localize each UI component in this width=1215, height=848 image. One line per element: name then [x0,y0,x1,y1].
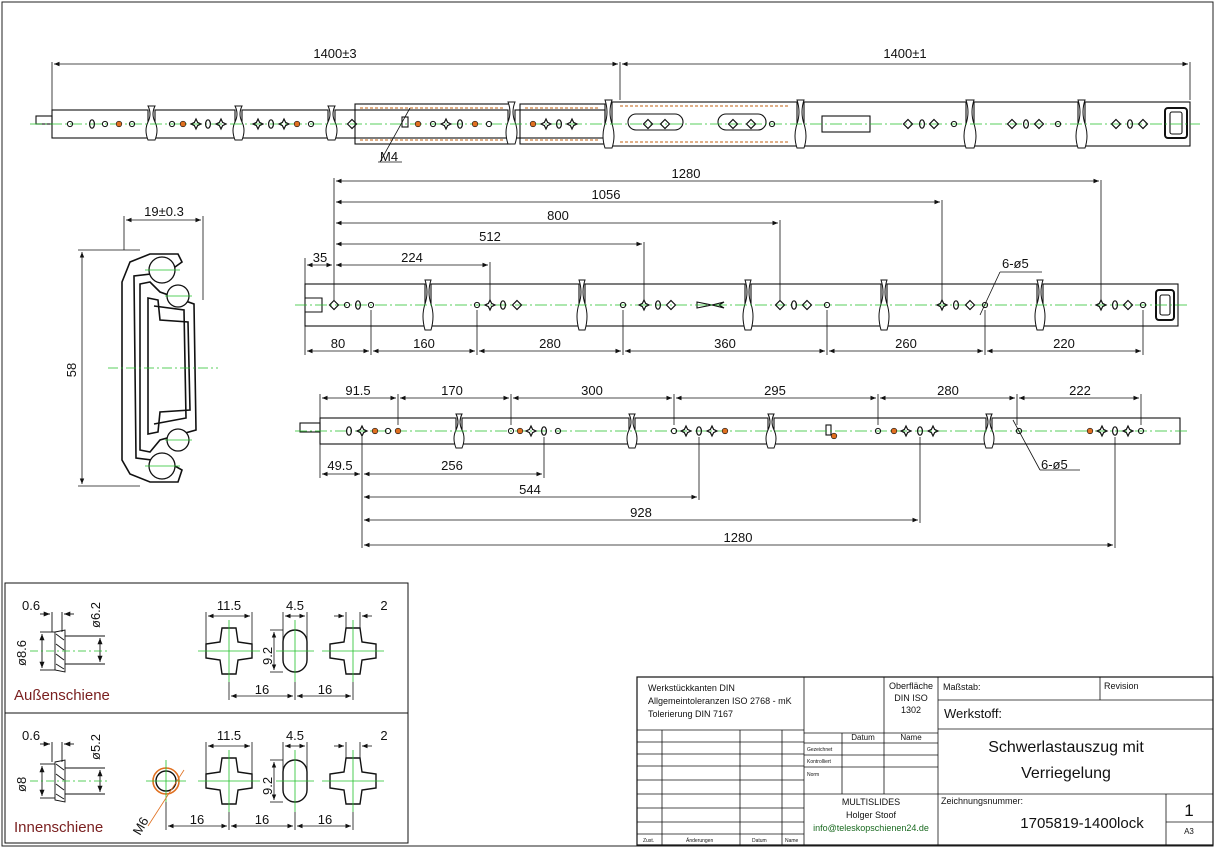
tb-row-checked: Kontrolliert [807,759,832,765]
tb-note-1: Werkstückkanten DIN [648,683,735,693]
inner-rail-view: 91.5 170 300 295 280 222 6-ø5 [295,383,1190,548]
dim-inner-bottom-1: 49.5 [327,458,352,473]
tb-revision-label: Revision [1104,681,1139,691]
tb-row-drawn: Gezeichnet [807,747,833,753]
detail-inner-rail: Innenschiene 0.6 ø5.2 ø8 [4,712,409,844]
inner-dim-cross-width: 11.5 [217,728,241,743]
outer-dim-pitch-2: 16 [318,682,332,697]
inner-dim-pitch-2: 16 [318,812,332,827]
inner-dim-inner-dia: ø5.2 [88,734,103,760]
outer-dim-cross-width: 11.5 [217,598,241,613]
dim-outer-top-3: 512 [479,229,501,244]
inner-thread-label: M6 [130,814,152,837]
dim-inner-bottom-2: 256 [441,458,463,473]
dim-outer-bottom-6: 220 [1053,336,1075,351]
tb-material-label: Werkstoff: [944,706,1002,721]
dim-outer-bottom-1: 80 [331,336,345,351]
tb-surface-1: Oberfläche [889,681,933,691]
outer-rail-view: 35 224 512 800 1056 1280 [295,166,1190,355]
outer-hole-label: 6-ø5 [1002,256,1029,271]
dim-outer-top-1: 35 [313,250,327,265]
dim-outer-bottom-5: 260 [895,336,917,351]
inner-dim-thickness: 0.6 [22,728,40,743]
inner-hole-label: 6-ø5 [1041,457,1068,472]
dim-inner-bottom-4: 928 [630,505,652,520]
dim-inner-bottom-5: 1280 [724,530,753,545]
tb-row-norm: Norm [807,772,819,778]
outer-rail-label: Außenschiene [14,687,110,704]
dim-inner-top-1: 91.5 [345,383,370,398]
tb-drawing-number: 1705819-1400lock [1020,815,1144,832]
tb-note-3: Tolerierung DIN 7167 [648,709,733,719]
tb-bottom-changes: Änderungen [686,837,713,844]
inner-rail-label: Innenschiene [14,819,103,836]
dim-outer-bottom-4: 360 [714,336,736,351]
inner-dim-slot-width: 4.5 [286,728,304,743]
outer-dim-pitch-1: 16 [255,682,269,697]
outer-dim-outer-dia: ø8.6 [14,640,29,666]
dim-outer-top-4: 800 [547,208,569,223]
inner-dim-pitch-1: 16 [255,812,269,827]
dim-inner-bottom-3: 544 [519,482,541,497]
profile-section: 19±0.3 58 [64,204,218,487]
tb-sheet-number: 1 [1184,801,1193,820]
dim-inner-top-2: 170 [441,383,463,398]
outer-dim-arm-width: 2 [380,598,387,613]
tb-person: Holger Stoof [846,810,897,820]
tb-company: MULTISLIDES [842,797,900,807]
tb-scale-label: Maßstab: [943,682,981,692]
dim-overall-right: 1400±1 [883,46,926,61]
inner-dim-pitch-0: 16 [190,812,204,827]
dim-profile-width: 19±0.3 [144,204,184,219]
dim-outer-top-2: 224 [401,250,423,265]
dim-outer-bottom-3: 280 [539,336,561,351]
dim-inner-top-5: 280 [937,383,959,398]
thread-label-m4: M4 [380,149,398,164]
inner-dim-arm-width: 2 [380,728,387,743]
tb-drawing-number-label: Zeichnungsnummer: [941,796,1023,806]
dim-inner-top-3: 300 [581,383,603,398]
dim-outer-top-5: 1056 [592,187,621,202]
dim-profile-height: 58 [64,363,79,377]
tb-email: info@teleskopschienen24.de [813,823,929,833]
dim-outer-top-6: 1280 [672,166,701,181]
outer-dim-inner-dia: ø6.2 [88,602,103,628]
tb-bottom-name: Name [785,838,799,844]
outer-dim-slot-width: 4.5 [286,598,304,613]
tb-surface-3: 1302 [901,705,921,715]
tb-note-2: Allgemeintoleranzen ISO 2768 - mK [648,696,792,706]
inner-dim-slot-height: 9.2 [260,777,275,795]
tb-bottom-state: Zust. [643,838,654,844]
tb-title-line-2: Verriegelung [1021,765,1111,782]
outer-dim-thickness: 0.6 [22,598,40,613]
tb-title-line-1: Schwerlastauszug mit [988,739,1144,756]
outer-dim-slot-height: 9.2 [260,647,275,665]
tb-bottom-date: Datum [752,838,767,844]
tb-surface-2: DIN ISO [894,693,928,703]
dim-outer-bottom-2: 160 [413,336,435,351]
tb-date-header: Datum [851,733,875,742]
tb-format: A3 [1184,827,1194,836]
title-block: Werkstückkanten DIN Allgemeintoleranzen … [636,676,1214,846]
dim-inner-top-6: 222 [1069,383,1091,398]
inner-dim-outer-dia: ø8 [14,777,29,792]
dim-overall-left: 1400±3 [313,46,356,61]
top-view: 1400±3 1400±1 [30,46,1200,164]
tb-name-header: Name [900,733,922,742]
detail-outer-rail: Außenschiene 0.6 ø6.2 ø8.6 [4,582,409,714]
dim-inner-top-4: 295 [764,383,786,398]
